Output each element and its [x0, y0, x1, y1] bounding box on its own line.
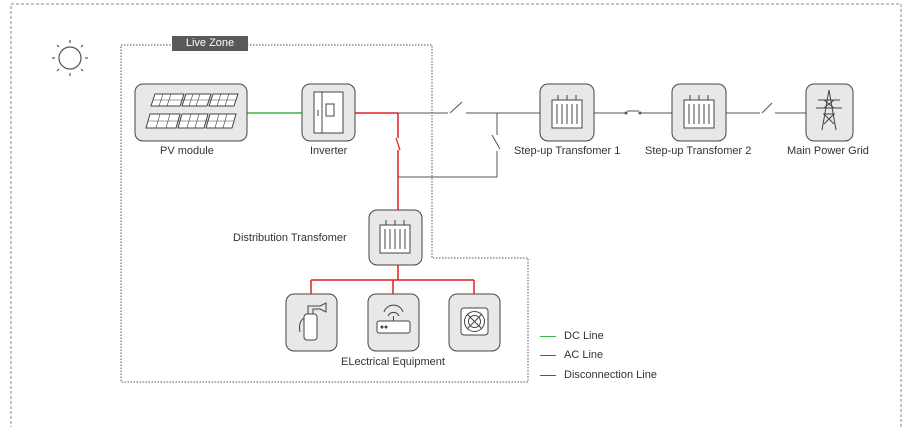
- fire-extinguisher-icon: [285, 293, 338, 352]
- legend-label-ac: AC Line: [564, 349, 604, 361]
- switch-1: [449, 101, 463, 114]
- inverter-icon: [301, 83, 356, 142]
- router-icon: [367, 293, 420, 352]
- sun-icon: [52, 40, 88, 76]
- legend-label-dc: DC Line: [564, 330, 604, 342]
- switch-node-a: [624, 111, 628, 115]
- inverter-label: Inverter: [310, 145, 348, 157]
- legend-swatch-disconnection: [540, 375, 556, 376]
- electrical-equipment-label: ELectrical Equipment: [341, 356, 445, 368]
- solar-panel-icon: [134, 83, 248, 142]
- switch-branch: [491, 134, 501, 150]
- step-up-1-label: Step-up Transfomer 1: [514, 145, 621, 157]
- step-up-2-label: Step-up Transfomer 2: [645, 145, 752, 157]
- ac-switch: [395, 137, 401, 151]
- transformer-icon: [671, 83, 727, 142]
- distribution-transformer-label: Distribution Transfomer: [233, 232, 347, 244]
- transformer-icon: [539, 83, 595, 142]
- legend-swatch-ac: [540, 355, 556, 356]
- transformer-icon: [368, 209, 423, 266]
- legend-label-disconnection: Disconnection Line: [564, 369, 657, 381]
- legend-swatch-dc: [540, 336, 556, 337]
- transmission-tower-icon: [805, 83, 854, 142]
- fan-icon: [448, 293, 501, 352]
- switch-node-b: [638, 111, 642, 115]
- pv-module-label: PV module: [160, 145, 214, 157]
- outer-frame: [10, 3, 902, 427]
- main-grid-label: Main Power Grid: [787, 145, 869, 157]
- live-zone-label: Live Zone: [172, 36, 248, 51]
- switch-t2-grid: [761, 102, 773, 114]
